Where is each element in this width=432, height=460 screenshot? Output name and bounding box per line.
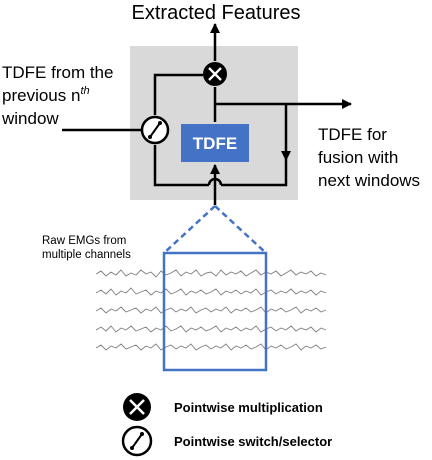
- pointwise-multiplication-icon: [203, 62, 227, 86]
- legend-switch-icon: [121, 425, 153, 457]
- svg-text:previous nth: previous nth: [2, 85, 90, 105]
- emg-signal-traces: [95, 269, 327, 351]
- previous-window-label-line2: previous n: [2, 86, 80, 105]
- previous-window-label-superscript: th: [80, 85, 89, 97]
- emg-channel-2: [95, 287, 327, 296]
- previous-window-label-line1: TDFE from the: [2, 63, 113, 82]
- legend-multiplication-label: Pointwise multiplication: [174, 400, 323, 415]
- legend-switch-label: Pointwise switch/selector: [174, 434, 332, 449]
- window-zoom-line-left: [163, 205, 216, 254]
- raw-emg-label-line1: Raw EMGs from: [42, 235, 126, 247]
- fusion-label-line1: TDFE for: [318, 125, 387, 144]
- feedback-bottom-line-left: [153, 145, 209, 187]
- emg-channel-1: [95, 269, 327, 278]
- diagram-title: Extracted Features: [132, 2, 301, 24]
- window-zoom-line-right: [214, 205, 267, 254]
- tdfe-block-label: TDFE: [193, 134, 237, 153]
- sliding-window-outline: [162, 251, 268, 372]
- fusion-label-line3: next windows: [318, 171, 420, 190]
- feedback-bottom-line-right: [221, 160, 288, 187]
- pointwise-switch-icon: [140, 115, 170, 145]
- legend-multiplication-icon: [123, 393, 151, 421]
- emg-channel-4: [95, 325, 327, 333]
- raw-emg-label-line2: multiple channels: [42, 249, 131, 261]
- switch-to-multiply-line: [153, 73, 203, 115]
- tdfe-block: [181, 124, 249, 162]
- emg-channel-5: [95, 343, 327, 351]
- fusion-label-line2: fusion with: [318, 148, 398, 167]
- legend: Pointwise multiplication Pointwise switc…: [121, 393, 332, 457]
- previous-window-label-line3: window: [1, 109, 59, 128]
- emg-channel-3: [95, 306, 327, 314]
